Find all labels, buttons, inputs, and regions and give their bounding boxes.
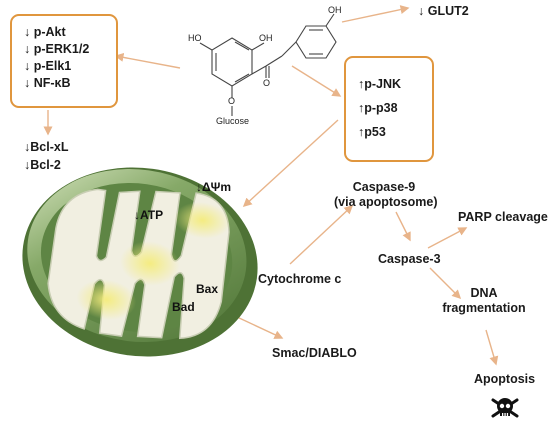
label-caspase9: Caspase-9 <box>352 180 416 194</box>
caspase9-group: Caspase-9 (via apoptosome) <box>334 180 438 210</box>
molecule-ring-oxygen: O <box>228 96 236 106</box>
label-bcl2: ↓Bcl-2 <box>24 158 61 172</box>
label-delta-psi: ↓ΔΨm <box>196 180 232 194</box>
mitochondrion <box>22 167 258 357</box>
right-box-item-p53: ↑p53 <box>358 125 386 139</box>
arrow-molecule-to-leftbox <box>114 52 181 69</box>
arrow-casp9-to-casp3 <box>395 211 411 242</box>
label-bax: Bax <box>196 282 219 296</box>
label-cytochrome-c: Cytochrome c <box>258 272 342 286</box>
molecule-ho-left: HO <box>188 33 202 43</box>
arrow-casp3-to-parp <box>427 227 468 249</box>
molecule-oh-right: OH <box>328 5 342 15</box>
molecule-ketone-oxygen: O <box>263 78 271 88</box>
label-smac-diablo: Smac/DIABLO <box>272 346 357 360</box>
arrow-casp3-to-dna <box>429 267 462 300</box>
left-box-item-nfkb: ↓ NF-κB <box>24 76 71 90</box>
arrow-cytochrome-to-casp9 <box>289 204 354 265</box>
right-box-item-jnk: ↑p-JNK <box>358 77 402 91</box>
left-signaling-box: ↓ p-Akt ↓ p-ERK1/2 ↓ p-Elk1 ↓ NF-κB <box>10 14 118 108</box>
left-box-item-erk: ↓ p-ERK1/2 <box>24 42 90 56</box>
right-benzene-ring <box>295 25 337 59</box>
label-parp-cleavage: PARP cleavage <box>458 210 548 224</box>
label-bad: Bad <box>172 300 195 314</box>
left-benzene-ring <box>211 37 253 87</box>
phloridzin-structure <box>199 13 337 116</box>
label-atp: ↓ATP <box>134 208 164 222</box>
left-box-item-elk1: ↓ p-Elk1 <box>24 59 72 73</box>
molecule-oh-mid: OH <box>259 33 273 43</box>
arrow-molecule-to-rightbox <box>291 65 342 97</box>
arrow-dna-to-apoptosis <box>485 329 499 366</box>
label-apoptosis: Apoptosis <box>474 372 536 386</box>
label-glut2: ↓ GLUT2 <box>418 4 469 18</box>
label-dna: DNA <box>470 286 498 300</box>
label-bclxl: ↓Bcl-xL <box>24 140 69 154</box>
left-box-item-akt: ↓ p-Akt <box>24 25 66 39</box>
label-via-apoptosome: (via apoptosome) <box>334 195 438 209</box>
label-fragmentation: fragmentation <box>442 301 526 315</box>
right-box-item-p38: ↑p-p38 <box>358 101 398 115</box>
right-signaling-box: ↑p-JNK ↑p-p38 ↑p53 <box>344 56 434 162</box>
arrow-rightbox-to-mito <box>242 119 339 208</box>
label-caspase3: Caspase-3 <box>378 252 441 266</box>
dna-group: DNA fragmentation <box>434 286 534 316</box>
arrow-molecule-to-glut2 <box>341 5 410 23</box>
molecule-glucose: Glucose <box>216 116 250 126</box>
skull-icon <box>491 398 519 418</box>
